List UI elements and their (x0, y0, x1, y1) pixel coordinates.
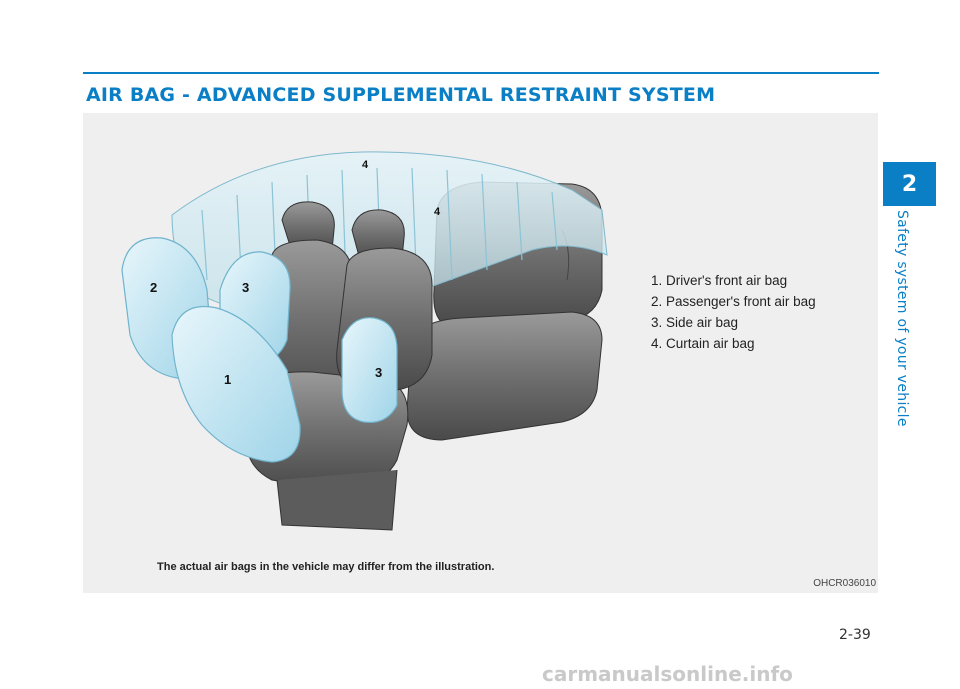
chapter-name: Safety system of your vehicle (894, 210, 910, 427)
header-rule (83, 72, 879, 74)
page-number: 2-39 (839, 627, 871, 643)
watermark: carmanualsonline.info (542, 662, 793, 686)
legend-item-driver: 1. Driver's front air bag (651, 273, 788, 288)
callout-4a: 4 (362, 159, 369, 171)
figure-caption: The actual air bags in the vehicle may d… (157, 561, 495, 573)
driver-airbag-shape (171, 305, 301, 463)
chapter-tab: 2 (883, 162, 936, 206)
callout-3b: 3 (375, 365, 382, 380)
figure-code: OHCR036010 (813, 578, 876, 589)
callout-4b: 4 (434, 206, 441, 218)
legend-item-passenger: 2. Passenger's front air bag (651, 294, 816, 309)
airbag-legend: 1. Driver's front air bag 2. Passenger's… (651, 270, 816, 354)
legend-item-curtain: 4. Curtain air bag (651, 336, 755, 351)
side-airbag-rear-shape (341, 317, 398, 423)
callout-2: 2 (150, 280, 157, 295)
callout-3a: 3 (242, 280, 249, 295)
legend-item-side: 3. Side air bag (651, 315, 739, 330)
callout-1: 1 (224, 372, 231, 387)
airbag-illustration: 1 2 3 3 4 4 (121, 151, 608, 531)
page-title: AIR BAG - ADVANCED SUPPLEMENTAL RESTRAIN… (86, 84, 716, 106)
